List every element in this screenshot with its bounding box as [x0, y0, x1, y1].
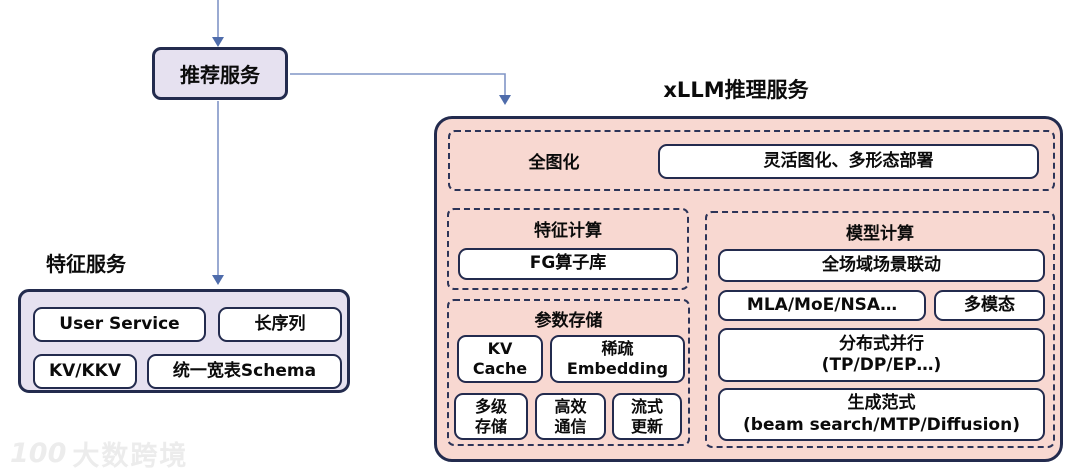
feature-service-title: 特征服务 [46, 252, 126, 276]
sparse-embedding-box: 稀疏 Embedding [550, 335, 685, 383]
arrow-recommend-to-xllm [290, 73, 511, 105]
mla-moe-nsa-box: MLA/MoE/NSA… [718, 290, 926, 321]
model-compute-label: 模型计算 [846, 223, 914, 244]
kv-kkv-box: KV/KKV [33, 354, 137, 389]
user-service-box: User Service [33, 307, 206, 342]
watermark-text: 大数跨境 [72, 441, 189, 472]
watermark-logo: 100 [10, 438, 67, 469]
model-compute-section: 模型计算 全场域场景联动 MLA/MoE/NSA… 多模态 分布式并行 (TP/… [705, 211, 1055, 448]
param-store-section: 参数存储 KV Cache 稀疏 Embedding 多级 存储 高效 通信 流… [447, 299, 690, 446]
graphization-deploy-box: 灵活图化、多形态部署 [658, 144, 1039, 179]
scene-linkage-box: 全场域场景联动 [718, 249, 1045, 282]
long-sequence-box: 长序列 [218, 307, 342, 342]
feature-compute-label: 特征计算 [534, 220, 602, 241]
xllm-container: 全图化 灵活图化、多形态部署 特征计算 FG算子库 参数存储 KV Cache … [434, 116, 1063, 462]
feature-compute-section: 特征计算 FG算子库 [447, 208, 689, 290]
watermark: 100 大数跨境 [10, 434, 188, 473]
graphization-section: 全图化 灵活图化、多形态部署 [448, 130, 1055, 191]
graphization-label: 全图化 [528, 153, 580, 173]
param-store-label: 参数存储 [534, 310, 603, 331]
fg-operator-lib-box: FG算子库 [458, 248, 678, 280]
kv-cache-box: KV Cache [457, 335, 543, 383]
multimodal-box: 多模态 [934, 290, 1045, 321]
distributed-parallel-box: 分布式并行 (TP/DP/EP…) [718, 328, 1045, 382]
generation-paradigm-box: 生成范式 (beam search/MTP/Diffusion) [718, 388, 1045, 441]
recommend-service-node: 推荐服务 [152, 47, 288, 100]
arrow-recommend-to-feature [212, 101, 224, 285]
feature-service-container: User Service 长序列 KV/KKV 统一宽表Schema [18, 289, 350, 393]
unified-schema-box: 统一宽表Schema [147, 354, 342, 389]
arrow-top-to-recommend [212, 0, 224, 47]
efficient-comm-box: 高效 通信 [535, 393, 606, 440]
streaming-update-box: 流式 更新 [612, 393, 682, 440]
xllm-title: xLLM推理服务 [663, 78, 809, 102]
multilevel-storage-box: 多级 存储 [454, 393, 528, 440]
